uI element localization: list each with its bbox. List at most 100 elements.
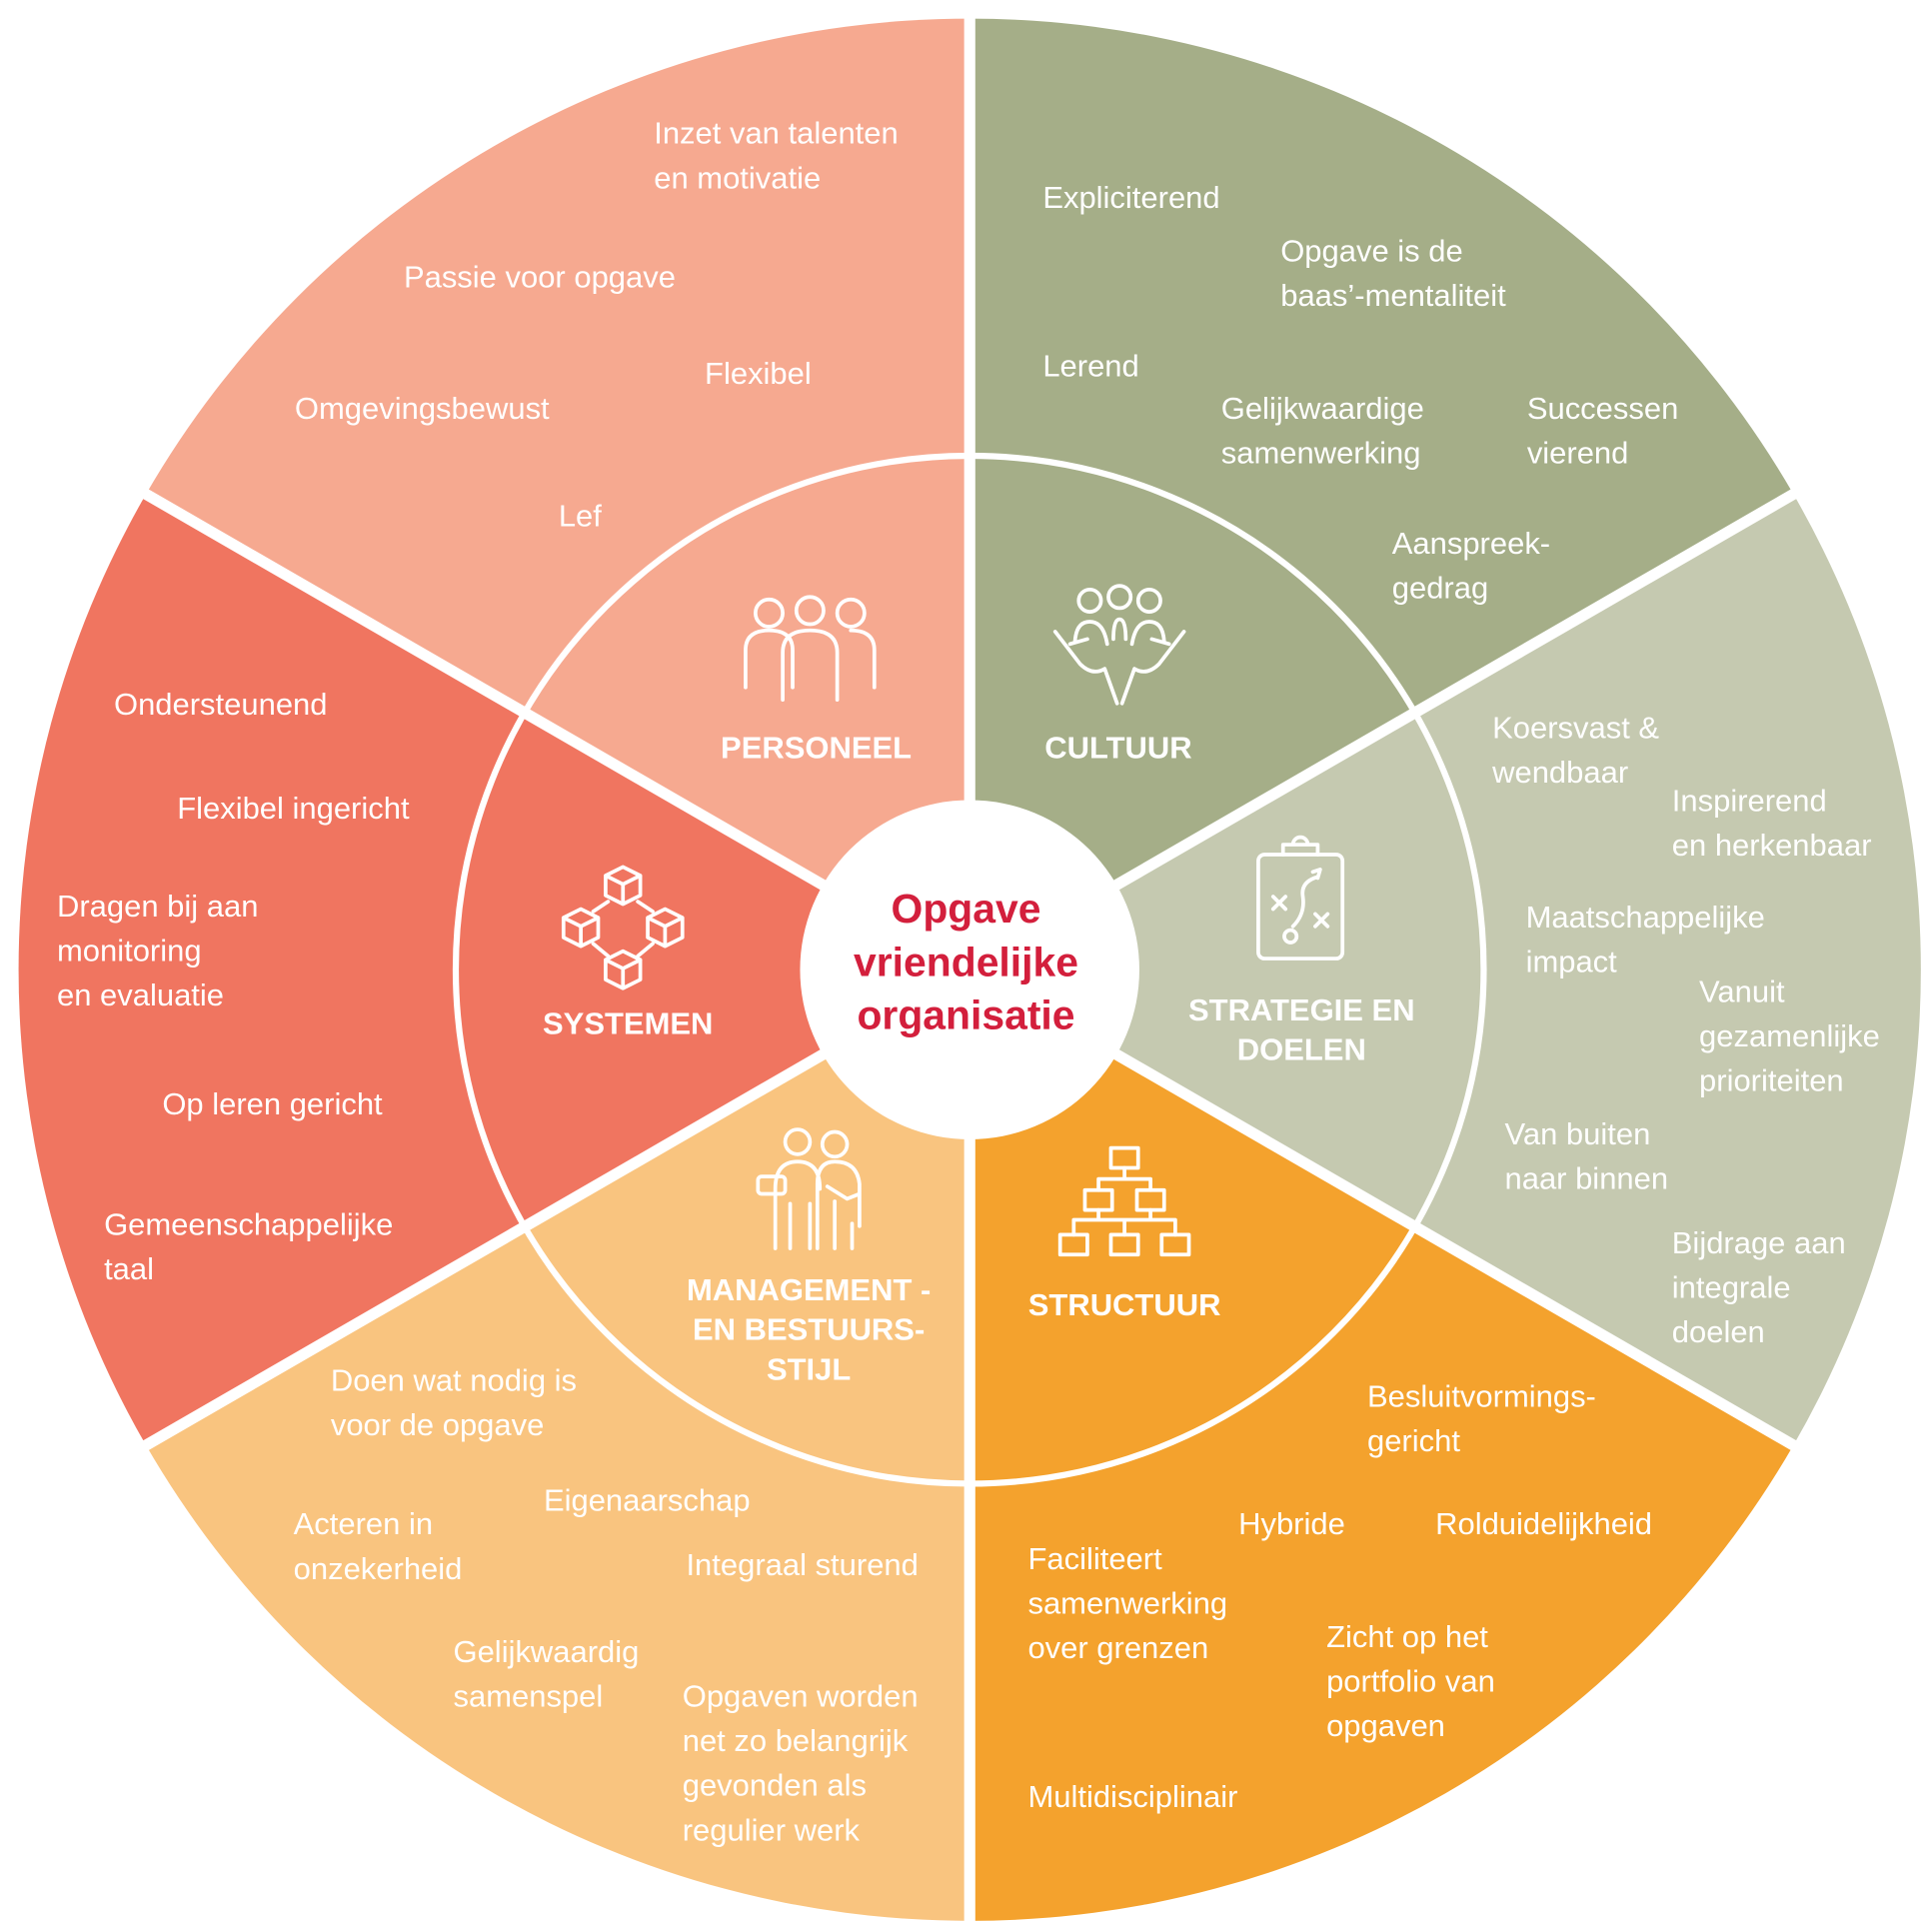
item-structuur: Hybride: [1238, 1506, 1345, 1541]
hands-holding-people-icon: [1052, 584, 1186, 706]
item-strategie-line: prioriteiten: [1699, 1063, 1844, 1098]
item-management: Integraal sturend: [686, 1547, 918, 1582]
item-strategie-line: Bijdrage aan: [1672, 1225, 1846, 1260]
item-personeel: Flexibel: [705, 356, 812, 391]
item-structuur-line: gericht: [1367, 1423, 1460, 1458]
item-strategie: Inspirerend en herkenbaar: [1672, 784, 1872, 864]
item-cultuur: Opgave is de baas’-mentaliteit: [1280, 233, 1506, 313]
item-cultuur: Expliciterend: [1042, 180, 1219, 215]
item-management-line: Integraal sturend: [686, 1547, 918, 1582]
item-strategie-line: en herkenbaar: [1672, 828, 1872, 863]
item-strategie-line: Inspirerend: [1672, 784, 1827, 819]
item-structuur-line: Zicht op het: [1326, 1619, 1488, 1654]
item-strategie-line: impact: [1526, 945, 1618, 979]
item-management-line: Eigenaarschap: [544, 1483, 751, 1518]
item-systemen-line: taal: [104, 1251, 154, 1286]
item-structuur-line: over grenzen: [1027, 1630, 1208, 1665]
item-systemen-line: Flexibel ingericht: [177, 791, 410, 826]
sector-structuur: [969, 969, 1794, 1921]
item-cultuur-line: Expliciterend: [1042, 180, 1219, 215]
item-management-line: onzekerheid: [294, 1551, 463, 1586]
clipboard-strategy-icon: [1256, 835, 1345, 961]
category-label-structuur-line: STRUCTUUR: [1028, 1287, 1221, 1322]
item-structuur-line: opgaven: [1326, 1708, 1445, 1743]
category-label-systemen: SYSTEMEN: [543, 1006, 713, 1041]
item-strategie: Maatschappelijke impact: [1526, 900, 1765, 979]
item-management-line: net zo belangrijk: [683, 1723, 909, 1758]
item-personeel-line: Lef: [559, 499, 602, 534]
category-label-strategie-line: DOELEN: [1237, 1032, 1366, 1067]
item-systemen: Flexibel ingericht: [177, 791, 410, 826]
item-structuur-line: samenwerking: [1027, 1586, 1227, 1621]
category-label-management: MANAGEMENT -EN BESTUURS-STIJL: [687, 1272, 931, 1386]
item-personeel-line: Passie voor opgave: [404, 259, 676, 294]
org-chart-icon: [1057, 1145, 1191, 1257]
item-cultuur: Successen vierend: [1527, 391, 1678, 471]
item-cultuur-line: Aanspreek-: [1392, 526, 1550, 561]
item-systemen: Ondersteunend: [114, 687, 328, 722]
item-management: Acteren in onzekerheid: [294, 1506, 463, 1586]
item-structuur: Multidisciplinair: [1027, 1779, 1237, 1814]
item-personeel-line: Omgevingsbewust: [295, 391, 550, 426]
center-title-line: vriendelijke: [854, 939, 1078, 984]
category-label-structuur: STRUCTUUR: [1028, 1287, 1221, 1322]
sector-personeel: [146, 18, 970, 970]
item-management-line: Acteren in: [294, 1506, 433, 1541]
item-systemen-line: monitoring: [57, 934, 202, 968]
item-strategie-line: gezamenlijke: [1699, 1018, 1880, 1053]
item-structuur-line: Rolduidelijkheid: [1435, 1506, 1652, 1541]
center-title-line: Opgave: [892, 886, 1041, 932]
item-cultuur-line: Lerend: [1042, 349, 1138, 384]
item-cultuur-line: vierend: [1527, 435, 1629, 470]
item-cultuur-line: Gelijkwaardige: [1221, 391, 1424, 426]
item-management-line: Opgaven worden: [683, 1678, 919, 1713]
item-management-line: Gelijkwaardig: [454, 1634, 640, 1669]
item-personeel: Omgevingsbewust: [295, 391, 550, 426]
item-strategie-line: Maatschappelijke: [1526, 900, 1765, 935]
managers-icon: [756, 1127, 862, 1250]
item-personeel-line: en motivatie: [654, 160, 821, 195]
item-cultuur-line: baas’-mentaliteit: [1280, 278, 1506, 313]
center-title-line: organisatie: [857, 992, 1074, 1038]
item-management-line: regulier werk: [683, 1812, 861, 1847]
item-cultuur: Lerend: [1042, 349, 1138, 384]
item-cultuur-line: gedrag: [1392, 570, 1488, 605]
category-label-strategie: STRATEGIE EN DOELEN: [1188, 992, 1415, 1067]
category-label-personeel: PERSONEEL: [721, 730, 912, 765]
item-management-line: samenspel: [454, 1678, 604, 1713]
sector-management: [146, 969, 970, 1921]
item-personeel-line: Inzet van talenten: [654, 116, 898, 151]
item-management-line: Doen wat nodig is: [331, 1363, 577, 1398]
item-structuur-line: Besluitvormings-: [1367, 1379, 1596, 1414]
category-label-cultuur-line: CULTUUR: [1044, 730, 1191, 765]
sector-cultuur: [969, 18, 1794, 970]
center-circle: [800, 800, 1139, 1139]
item-structuur: Faciliteert samenwerking over grenzen: [1027, 1541, 1227, 1665]
item-structuur: Rolduidelijkheid: [1435, 1506, 1652, 1541]
item-systemen-line: en evaluatie: [57, 977, 224, 1012]
sector-systemen: [18, 494, 970, 1446]
item-structuur-line: Faciliteert: [1027, 1541, 1162, 1576]
sector-strategie: [969, 494, 1921, 1446]
item-cultuur-line: Opgave is de: [1280, 233, 1463, 268]
item-systemen-line: Gemeenschappelijke: [104, 1206, 393, 1241]
item-strategie-line: doelen: [1672, 1314, 1765, 1349]
item-systemen: Gemeenschappelijke taal: [104, 1206, 393, 1286]
item-management: Eigenaarschap: [544, 1483, 751, 1518]
category-label-management-line: EN BESTUURS-: [693, 1312, 925, 1347]
item-structuur: Besluitvormings-gericht: [1367, 1379, 1596, 1459]
item-personeel: Inzet van talenten en motivatie: [654, 116, 898, 196]
category-label-strategie-line: STRATEGIE EN: [1188, 992, 1415, 1027]
item-management: Gelijkwaardig samenspel: [454, 1634, 640, 1714]
item-strategie-line: Koersvast &: [1492, 711, 1659, 746]
item-cultuur-line: Successen: [1527, 391, 1678, 426]
